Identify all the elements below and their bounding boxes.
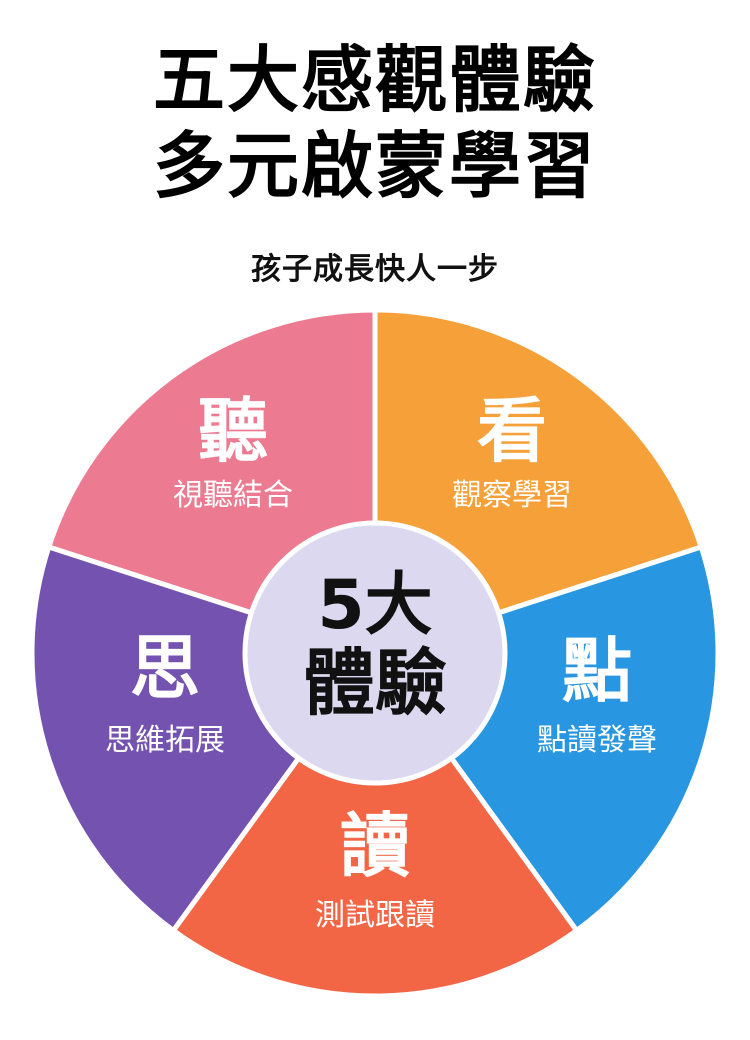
title-line-2: 多元啟蒙學習: [152, 124, 597, 208]
title-line-1: 五大感觀體驗: [152, 38, 597, 122]
center-line-1: 5大: [317, 566, 432, 645]
segment-think-title: 思: [130, 627, 200, 709]
segment-listen-label: 視聽結合: [173, 478, 293, 513]
segment-read-title: 讀: [340, 805, 410, 887]
segment-look-label: 觀察學習: [452, 478, 572, 513]
subtitle: 孩子成長快人一步: [251, 252, 499, 287]
segment-look-title: 看: [477, 390, 547, 472]
segment-think-label: 思維拓展: [105, 723, 225, 758]
center-line-2: 體驗: [303, 641, 447, 725]
segment-point-label: 點讀發聲: [537, 723, 657, 758]
segment-read-label: 測試跟讀: [315, 898, 435, 933]
segment-point-title: 點: [562, 630, 632, 712]
segment-read: [169, 648, 581, 999]
segment-listen-title: 聽: [198, 390, 268, 472]
center-circle: [242, 520, 508, 786]
